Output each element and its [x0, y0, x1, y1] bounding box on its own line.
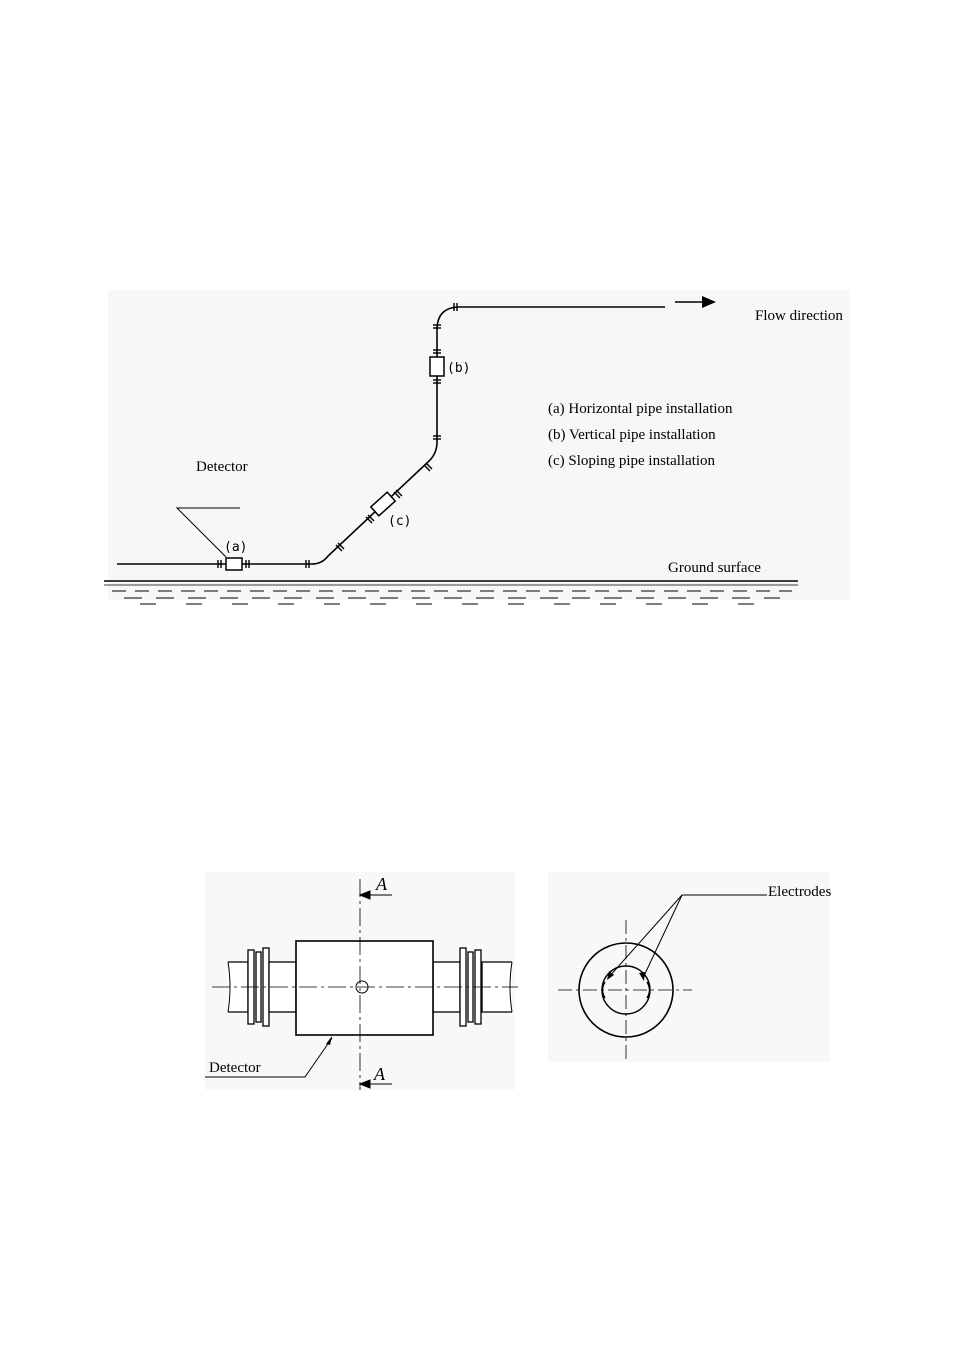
installation-diagram: Flow direction Detector Ground surface (… [104, 290, 850, 604]
legend-item-a: (a) Horizontal pipe installation [548, 401, 733, 417]
detector-label-lower: Detector [209, 1060, 261, 1076]
marker-c: (c) [388, 514, 411, 529]
marker-b: (b) [447, 361, 470, 376]
ground-surface-label: Ground surface [668, 560, 761, 576]
section-view-background [548, 872, 830, 1062]
marker-a: (a) [224, 540, 247, 555]
detector-detail-diagram: A A Detector Electrodes [205, 872, 831, 1090]
detector-a-body [226, 558, 242, 570]
legend-item-b: (b) Vertical pipe installation [548, 427, 716, 443]
detector-b-body [430, 357, 444, 376]
detector-label-upper: Detector [196, 459, 248, 475]
section-mark-bottom: A [373, 1064, 386, 1084]
diagram-background [108, 290, 850, 600]
flow-direction-label: Flow direction [755, 308, 843, 324]
legend-item-c: (c) Sloping pipe installation [548, 453, 716, 469]
electrodes-label: Electrodes [768, 884, 831, 900]
section-mark-top: A [375, 874, 388, 894]
